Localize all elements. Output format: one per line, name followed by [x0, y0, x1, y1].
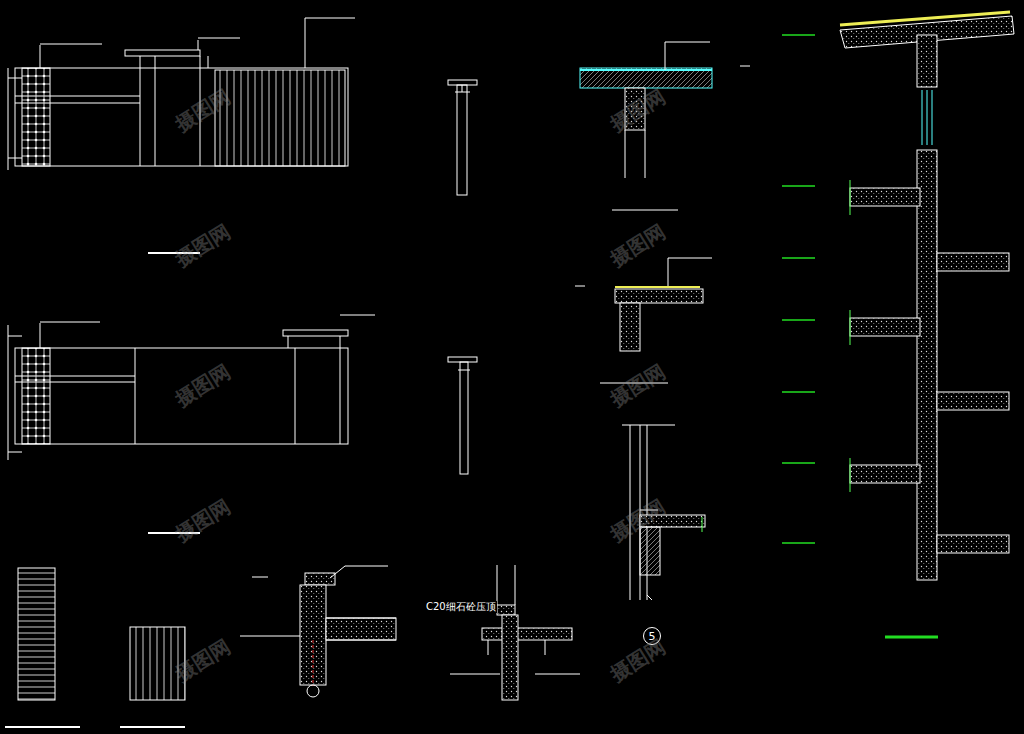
watermark: 摄图网 [605, 218, 670, 273]
watermark: 摄图网 [170, 358, 235, 413]
watermark: 摄图网 [605, 633, 670, 688]
watermark: 摄图网 [170, 493, 235, 548]
watermark: 摄图网 [170, 218, 235, 273]
watermark: 摄图网 [605, 358, 670, 413]
material-note: C20细石砼压顶 [425, 601, 497, 613]
